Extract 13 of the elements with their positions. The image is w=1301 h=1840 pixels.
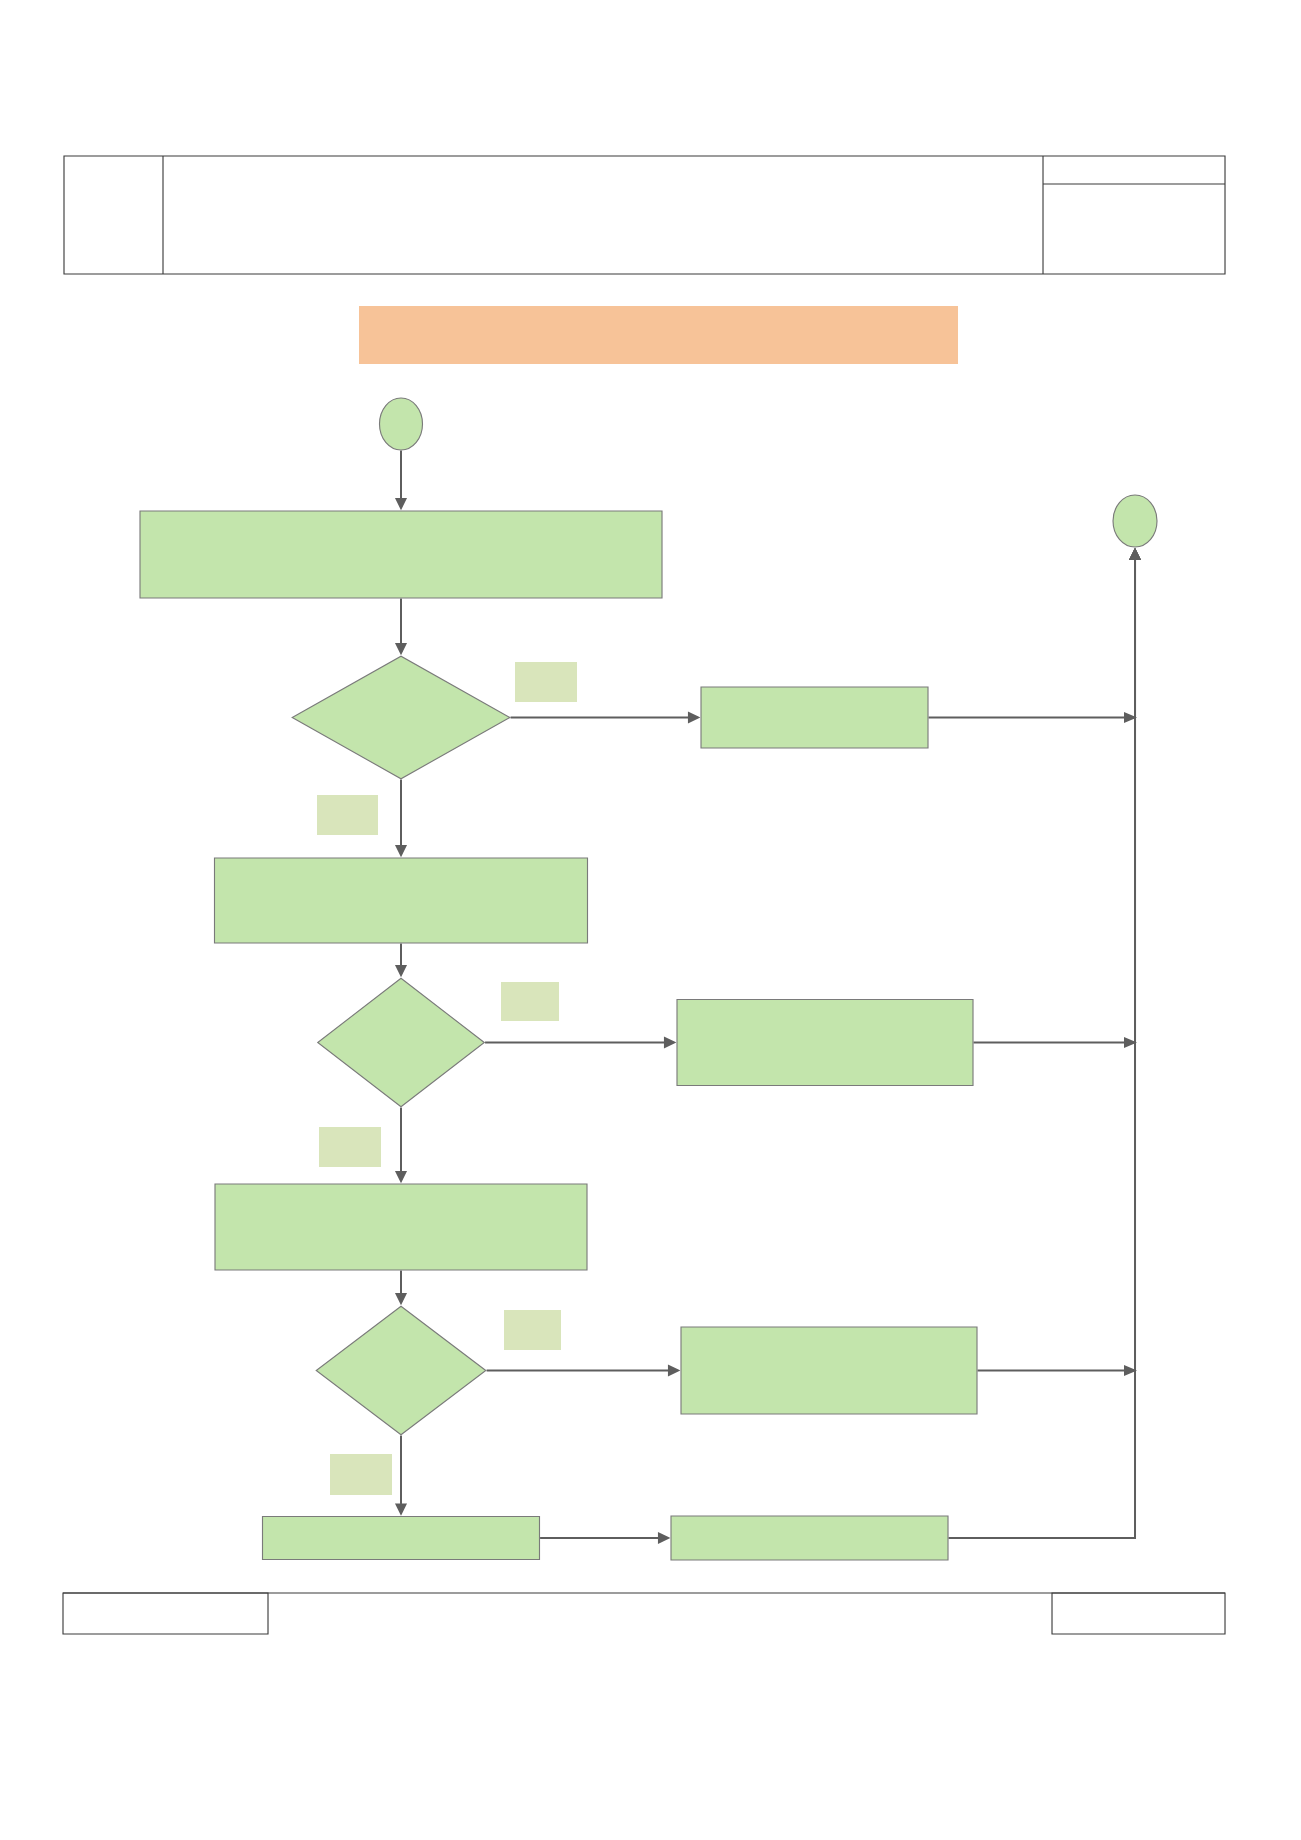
process-box	[700, 686, 929, 749]
process-box	[213, 857, 589, 944]
process-box	[214, 1183, 588, 1271]
title-bar	[359, 306, 958, 364]
process-box	[680, 1326, 978, 1415]
process-box	[139, 510, 663, 599]
terminal-circle	[378, 397, 424, 451]
process-box	[261, 1515, 541, 1561]
decision-diamond	[291, 655, 511, 780]
terminal-circle	[1112, 494, 1158, 548]
process-box	[670, 1515, 949, 1561]
decision-diamond	[315, 1305, 487, 1436]
process-box	[676, 998, 974, 1087]
